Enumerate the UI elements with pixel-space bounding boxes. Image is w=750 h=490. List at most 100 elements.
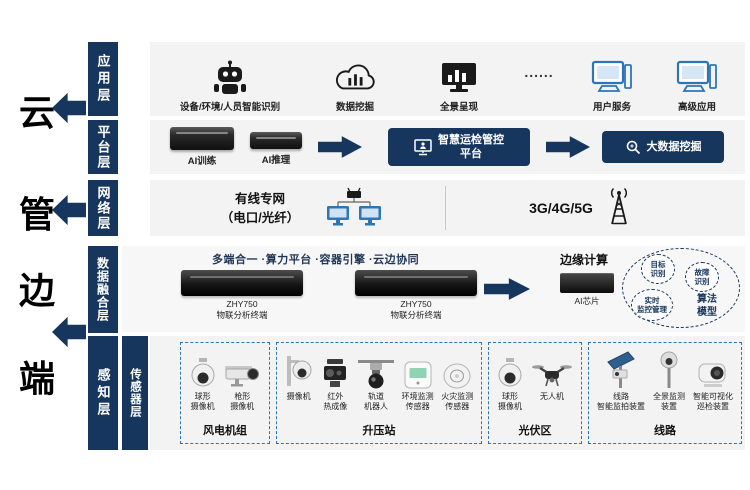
flow-arrow-icon <box>318 136 362 158</box>
monitor-chart-icon <box>442 63 476 92</box>
fusion-layer-row: 多端合一 ·算力平台 ·容器引擎 ·云边协同 ZHY750 物联分析终端 ZHY… <box>122 246 745 332</box>
device-label: 火灾监测 传感器 <box>441 392 474 411</box>
wired-network-icon <box>327 187 381 226</box>
app-item-ellipsis: ...... <box>517 50 561 116</box>
section-label-pipe: 管 <box>18 194 55 235</box>
bubble-fault-recognition: 故障 识别 <box>685 262 719 292</box>
icon-box <box>604 348 638 390</box>
icon-box <box>190 348 216 390</box>
layer-bar-network: 网络层 <box>88 180 118 236</box>
environment-sensor-icon <box>404 361 432 389</box>
dome-camera-icon <box>498 358 522 387</box>
group-title: 线路 <box>654 425 676 437</box>
dome-camera-icon <box>191 358 215 387</box>
device-label: 球形 摄像机 <box>498 392 522 411</box>
icon-slot <box>591 50 633 96</box>
computer-icon <box>591 60 632 92</box>
app-item-label: 用户服务 <box>592 102 631 113</box>
section-label-edge: 边 <box>18 270 55 311</box>
smart-inspection-platform-box: 智慧运检管控 平台 <box>388 128 530 166</box>
device-label: 枪形 摄像机 <box>230 392 255 411</box>
device-label: ZHY750 物联分析终端 <box>216 299 267 321</box>
device-visual-inspection: 智能可视化 巡检装置 <box>693 348 733 412</box>
data-mining-magnifier-icon <box>626 140 640 155</box>
network-divider <box>445 186 446 230</box>
thermal-camera-icon <box>324 359 347 387</box>
group-title: 风电机组 <box>203 425 247 437</box>
icon-box <box>497 348 523 390</box>
algorithm-model-label: 算法 模型 <box>697 294 717 318</box>
icon-slot: ...... <box>524 50 553 96</box>
device-model: ZHY750 <box>400 299 432 309</box>
layer-bar-platform: 平台层 <box>88 120 118 174</box>
icon-slot <box>211 50 249 96</box>
device-label: 环境监测 传感器 <box>401 392 434 411</box>
ai-training-device: AI训练 <box>170 127 234 167</box>
bubble-target-recognition: 目标 识别 <box>641 254 675 284</box>
icon-box <box>656 348 682 390</box>
cloud-mining-icon <box>336 64 375 90</box>
iot-terminal-device-2: ZHY750 物联分析终端 <box>354 270 478 321</box>
robot-icon <box>214 60 246 94</box>
box-label: 智慧运检管控 平台 <box>438 133 504 160</box>
icon-box <box>224 348 260 390</box>
icon-slot <box>676 50 718 96</box>
flow-arrow-icon <box>546 136 590 158</box>
ptz-camera-icon <box>286 356 312 386</box>
network-layer-row: 有线专网 （电口/光纤） 3G/4G/5G <box>150 180 745 236</box>
application-layer-row: 设备/环境/人员智能识别 数据挖掘 <box>150 42 745 116</box>
ai-chip-image <box>560 273 614 293</box>
icon-box <box>531 348 573 390</box>
device-line-monitor: 线路 智能监拍装置 <box>597 348 645 412</box>
server-image <box>170 127 234 150</box>
app-item-panorama: 全景呈现 <box>420 50 498 116</box>
visual-inspection-camera-icon <box>698 363 726 387</box>
section-label-cloud: 云 <box>18 92 55 133</box>
device-label: AI训练 <box>187 156 217 167</box>
section-label-terminal: 端 <box>18 358 55 399</box>
device-label: 轨道 机器人 <box>363 392 388 411</box>
sensor-group-line: 线路 智能监拍装置 全景监测 装置 <box>588 342 742 444</box>
device-row: 球形 摄像机 枪形 摄像机 <box>181 343 269 420</box>
device-label: ZHY750 物联分析终端 <box>390 299 441 321</box>
group-title: 光伏区 <box>518 425 552 437</box>
device-label: 摄像机 <box>286 392 311 401</box>
device-label: 球形 摄像机 <box>190 392 215 411</box>
app-item-data-mining: 数据挖掘 <box>309 50 401 116</box>
iot-terminal-image <box>355 270 477 296</box>
device-row: 球形 摄像机 <box>489 343 581 420</box>
sensor-group-wind-turbine: 球形 摄像机 枪形 摄像机 风电机组 <box>180 342 270 444</box>
app-item-label: 设备/环境/人员智能识别 <box>179 102 281 113</box>
device-row: 摄像机 红外 热成像 <box>277 343 481 420</box>
device-drone: 无人机 <box>531 348 573 402</box>
device-label: 智能可视化 巡检装置 <box>693 392 733 411</box>
app-item-label: 数据挖掘 <box>335 102 374 113</box>
device-fire-detector: 火灾监测 传感器 <box>441 348 473 412</box>
layer-bar-application: 应用层 <box>88 42 118 116</box>
computer-icon <box>676 60 717 92</box>
iot-terminal-image <box>181 270 303 296</box>
iot-terminal-device-1: ZHY750 物联分析终端 <box>180 270 304 321</box>
icon-box <box>403 348 433 390</box>
icon-box <box>697 348 729 390</box>
fusion-features-text: 多端合一 ·算力平台 ·容器引擎 ·云边协同 <box>212 254 420 266</box>
platform-monitor-icon <box>414 138 432 155</box>
device-label: 无人机 <box>540 392 564 401</box>
app-item-label: 高级应用 <box>677 102 716 113</box>
device-environment-sensor: 环境监测 传感器 <box>402 348 434 412</box>
device-label: 全景监测 装置 <box>653 392 685 411</box>
sensor-group-booster-station: 摄像机 红外 热成像 <box>276 342 482 444</box>
device-bullet-camera: 枪形 摄像机 <box>224 348 260 412</box>
app-item-recognition: 设备/环境/人员智能识别 <box>170 50 290 116</box>
layer-bar-sensor: 传感器层 <box>122 336 148 450</box>
edge-computing-title: 边缘计算 <box>560 253 609 267</box>
rail-robot-icon <box>357 360 394 389</box>
device-model: ZHY750 <box>226 299 258 309</box>
app-item-label: 全景呈现 <box>439 102 478 113</box>
bullet-camera-icon <box>225 366 260 387</box>
sensor-layer-row: 球形 摄像机 枪形 摄像机 风电机组 <box>150 336 745 450</box>
icon-box <box>320 348 350 390</box>
big-data-mining-box: 大数据挖掘 <box>602 131 724 163</box>
device-ptz-camera: 摄像机 <box>285 348 313 402</box>
